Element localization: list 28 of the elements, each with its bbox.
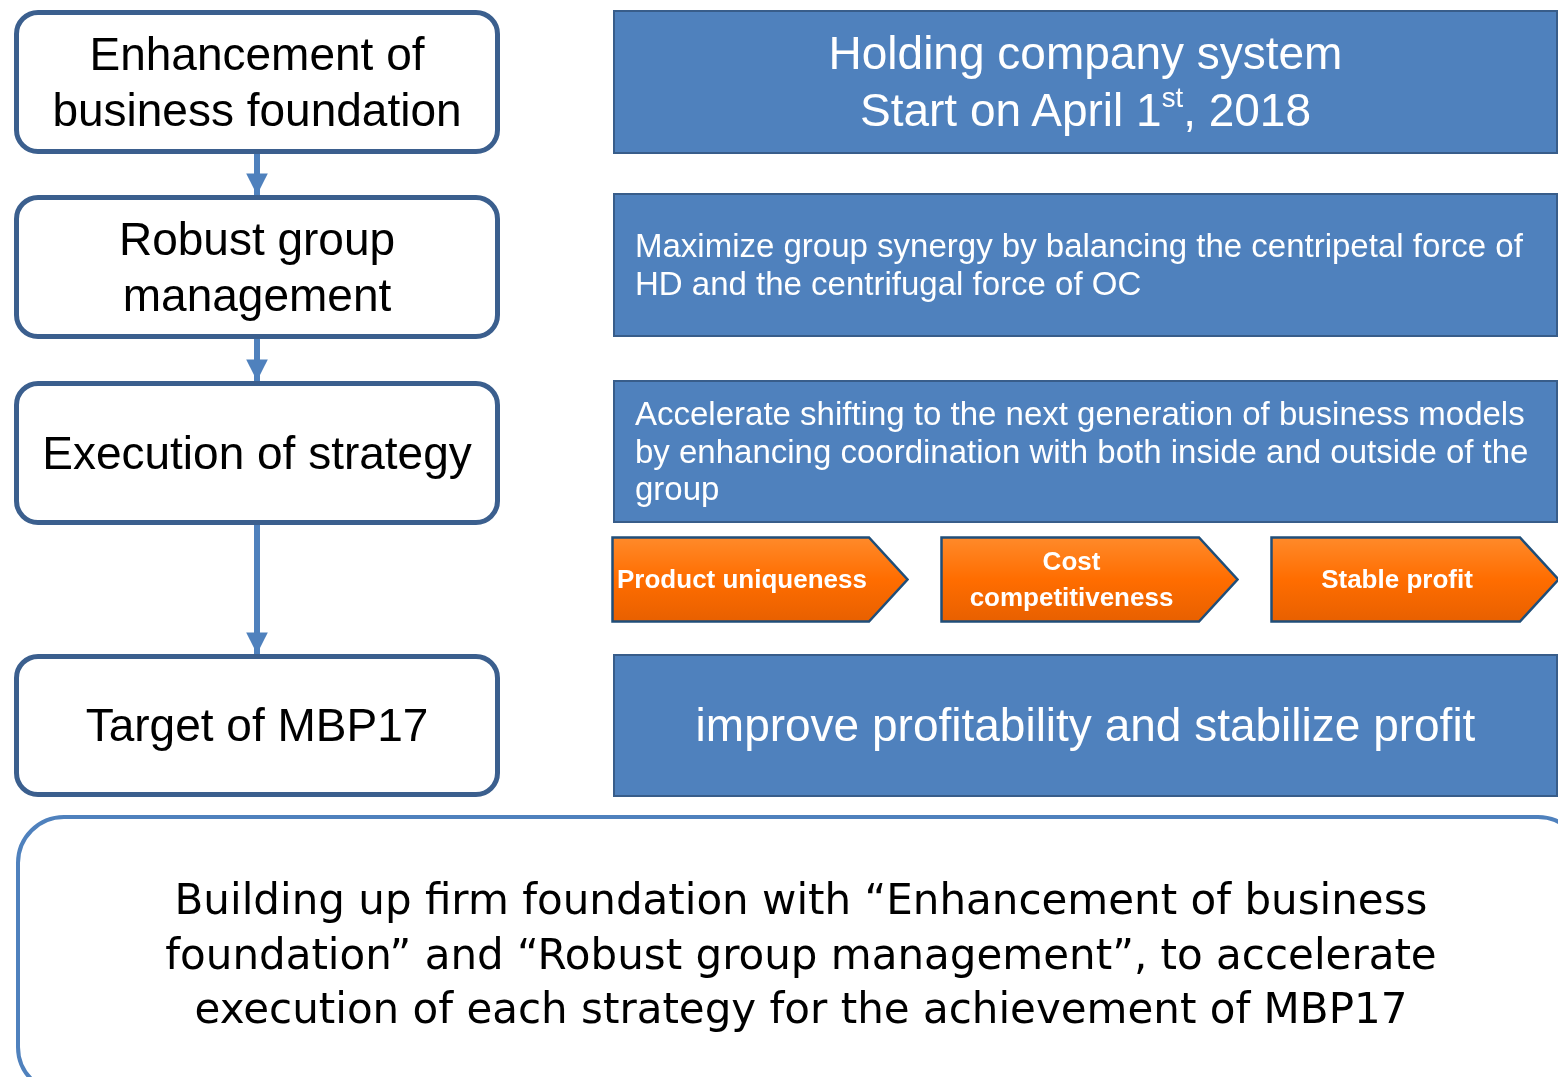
process-box <box>14 195 500 339</box>
arrow <box>246 339 268 381</box>
chevron-banner <box>611 536 909 623</box>
process-box <box>14 381 500 525</box>
label-text: improve profitability and stabilize profit <box>695 697 1476 753</box>
process-box <box>14 10 500 154</box>
label-text: Building up firm foundation with “Enhancement of business foundation” and “Robust group management”, to accelerate execution of each strategy for the achievement of MBP17 <box>164 874 1438 1036</box>
label-text: Cost competitiveness <box>968 545 1175 614</box>
banner-box <box>613 654 1558 797</box>
label-text: Enhancement of business foundation <box>51 26 463 138</box>
arrow <box>246 154 268 195</box>
banner-box <box>613 193 1558 337</box>
process-box <box>14 654 500 797</box>
label-text: Maximize group synergy by balancing the centripetal force of HD and the centrifugal force of OC <box>635 227 1524 303</box>
heading-text: Holding company system <box>828 25 1343 81</box>
summary-box <box>16 815 1558 1077</box>
label-text: Stable profit <box>1321 562 1473 596</box>
label-text: Target of MBP17 <box>85 698 429 754</box>
label-text: Robust group management <box>117 211 397 323</box>
chevron-banner <box>940 536 1239 623</box>
label-text: Product uniqueness <box>617 562 867 596</box>
label-text: Accelerate shifting to the next generation of business models by enhancing coordination with both inside and outside of the group <box>635 394 1530 509</box>
chevron-banner <box>1270 536 1558 623</box>
label-text: Execution of strategy <box>42 425 472 481</box>
arrow <box>246 525 268 654</box>
banner-box <box>613 380 1558 523</box>
banner-box <box>613 10 1558 154</box>
subheading-text: Start on April 1$^{st}$, 2018 <box>859 82 1312 138</box>
